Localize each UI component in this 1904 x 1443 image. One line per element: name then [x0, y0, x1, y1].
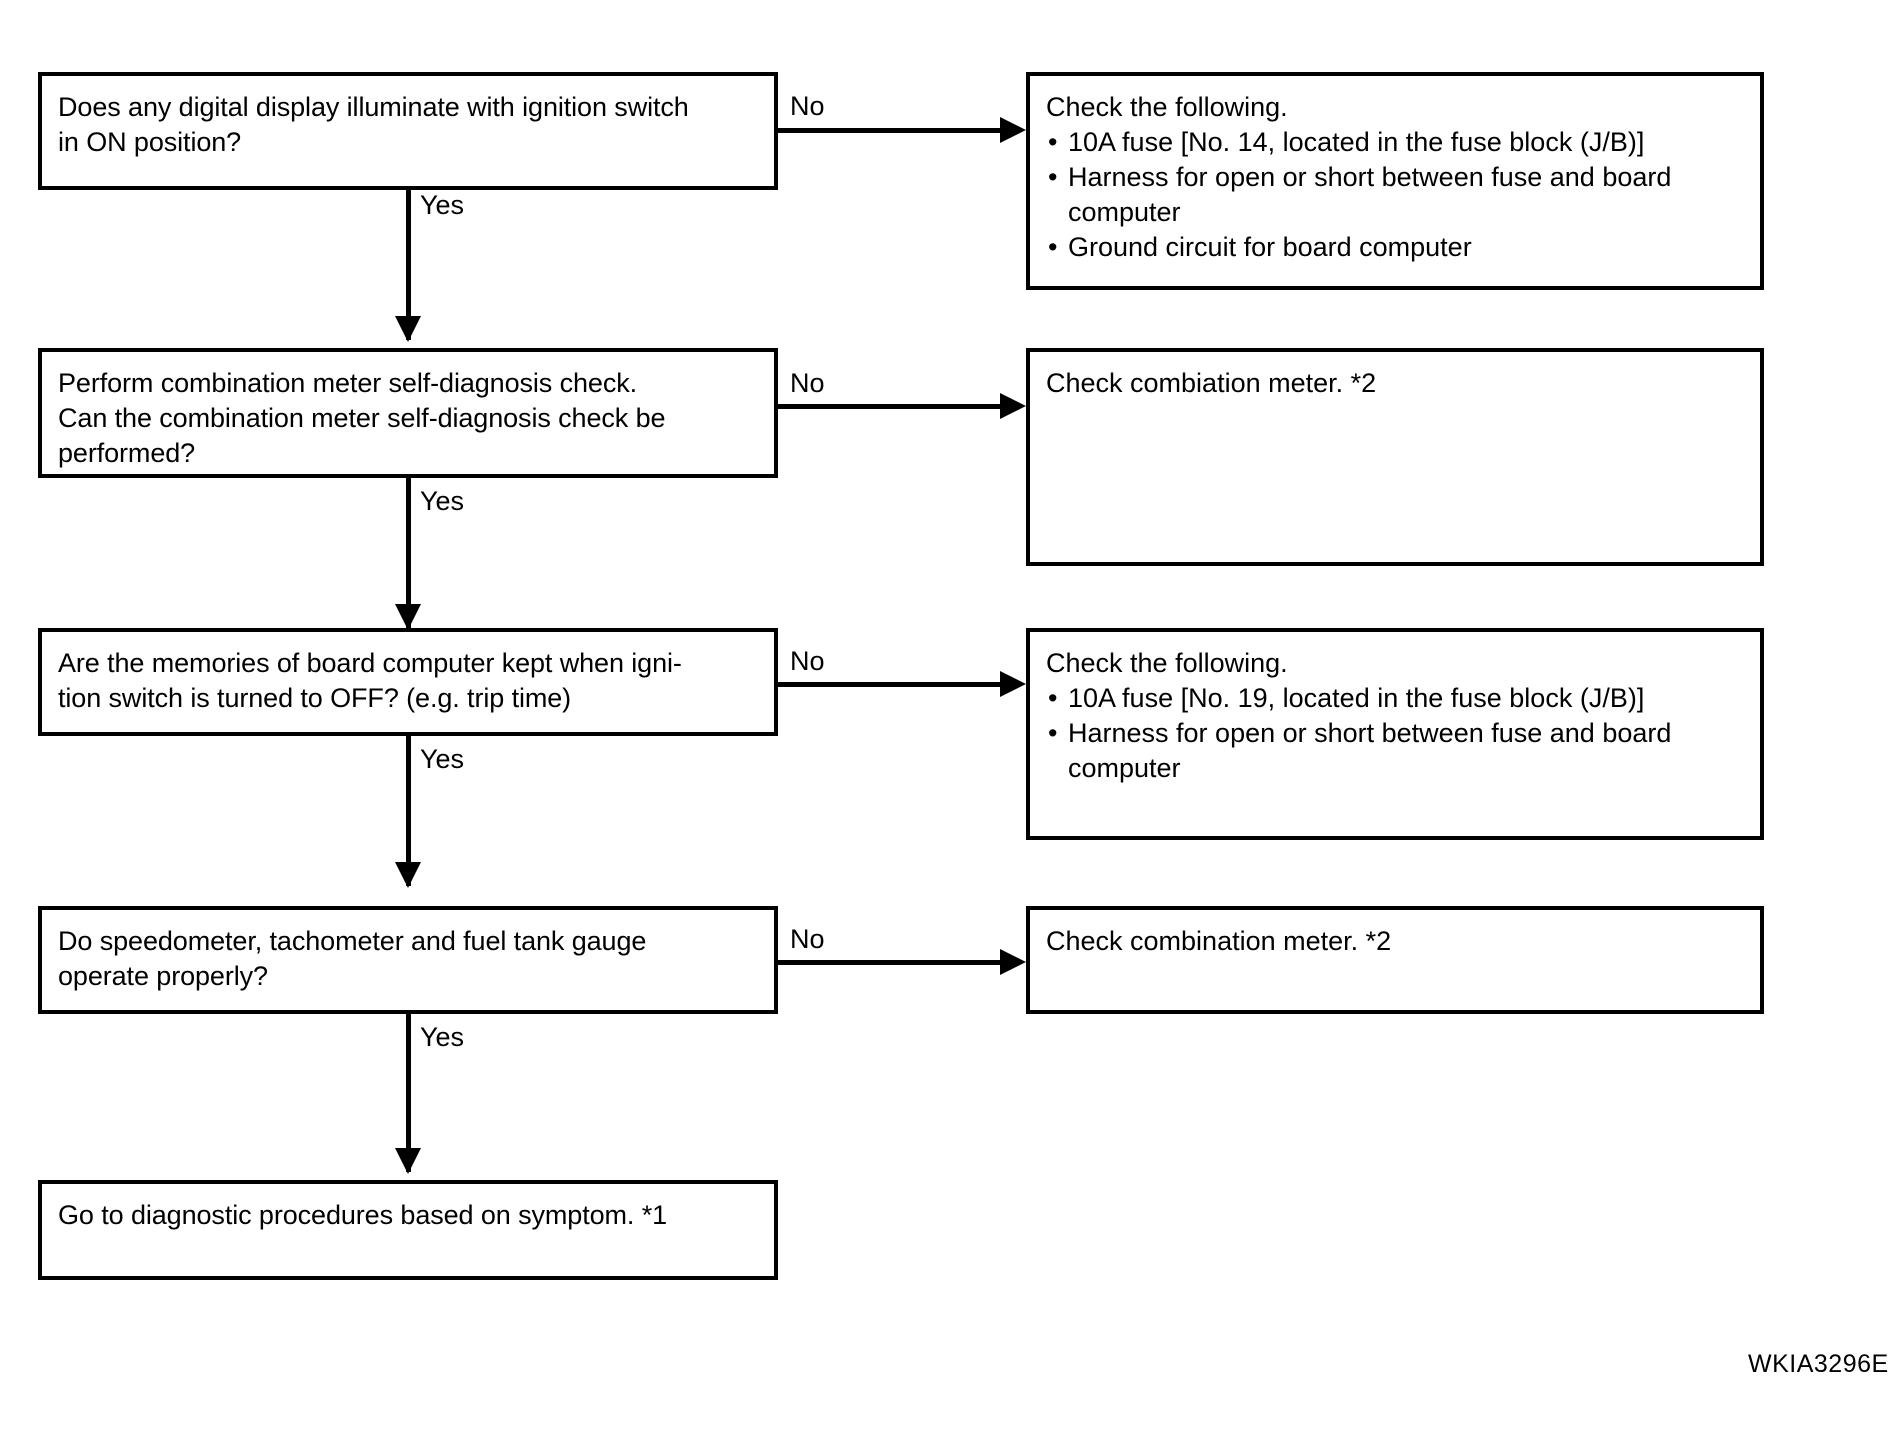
result-list-1: 10A fuse [No. 14, located in the fuse bl…: [1046, 125, 1744, 265]
connector-no-1: [778, 128, 1018, 133]
figure-reference-code: WKIA3296E: [1748, 1350, 1889, 1378]
result-box-2: Check combiation meter. *2: [1026, 348, 1764, 566]
final-outcome-box: Go to diagnostic procedures based on sym…: [38, 1180, 778, 1280]
result-heading-1: Check the following.: [1046, 92, 1288, 122]
list-item: 10A fuse [No. 14, located in the fuse bl…: [1046, 125, 1744, 160]
edge-label-no-4: No: [790, 924, 825, 954]
question-box-3: Are the memories of board computer kept …: [38, 628, 778, 736]
result-box-3: Check the following. 10A fuse [No. 19, l…: [1026, 628, 1764, 840]
question-text-2: Perform combination meter self-diagnosis…: [58, 368, 666, 469]
edge-label-yes-1: Yes: [420, 190, 465, 220]
connector-yes-2: [406, 478, 411, 628]
result-box-1: Check the following. 10A fuse [No. 14, l…: [1026, 72, 1764, 290]
result-heading-3: Check the following.: [1046, 648, 1288, 678]
final-outcome-text: Go to diagnostic procedures based on sym…: [58, 1200, 668, 1230]
list-item: Harness for open or short between fuse a…: [1046, 160, 1744, 230]
result-box-4: Check combination meter. *2: [1026, 906, 1764, 1014]
list-item: Ground circuit for board computer: [1046, 230, 1744, 265]
question-text-4: Do speedometer, tachometer and fuel tank…: [58, 926, 647, 992]
edge-label-no-1: No: [790, 91, 825, 121]
edge-label-yes-4: Yes: [420, 1022, 465, 1052]
connector-no-4: [778, 960, 1018, 965]
arrowhead-yes-1: [395, 316, 421, 342]
connector-yes-3: [406, 736, 411, 886]
edge-label-no-2: No: [790, 368, 825, 398]
connector-no-3: [778, 682, 1018, 687]
arrowhead-yes-4: [395, 1148, 421, 1174]
arrowhead-no-1: [1000, 117, 1026, 143]
question-box-1: Does any digital display illuminate with…: [38, 72, 778, 190]
question-text-3: Are the memories of board computer kept …: [58, 648, 682, 714]
edge-label-yes-3: Yes: [420, 744, 465, 774]
arrowhead-no-3: [1000, 671, 1026, 697]
connector-yes-4: [406, 1014, 411, 1172]
question-box-4: Do speedometer, tachometer and fuel tank…: [38, 906, 778, 1014]
arrowhead-no-4: [1000, 949, 1026, 975]
result-list-3: 10A fuse [No. 19, located in the fuse bl…: [1046, 681, 1744, 786]
result-heading-2: Check combiation meter. *2: [1046, 368, 1377, 398]
question-text-1: Does any digital display illuminate with…: [58, 92, 689, 158]
arrowhead-yes-2: [395, 604, 421, 630]
list-item: 10A fuse [No. 19, located in the fuse bl…: [1046, 681, 1744, 716]
edge-label-yes-2: Yes: [420, 486, 465, 516]
arrowhead-no-2: [1000, 393, 1026, 419]
connector-no-2: [778, 404, 1018, 409]
result-heading-4: Check combination meter. *2: [1046, 926, 1392, 956]
list-item: Harness for open or short between fuse a…: [1046, 716, 1744, 786]
arrowhead-yes-3: [395, 862, 421, 888]
edge-label-no-3: No: [790, 646, 825, 676]
connector-yes-1: [406, 190, 411, 340]
question-box-2: Perform combination meter self-diagnosis…: [38, 348, 778, 478]
